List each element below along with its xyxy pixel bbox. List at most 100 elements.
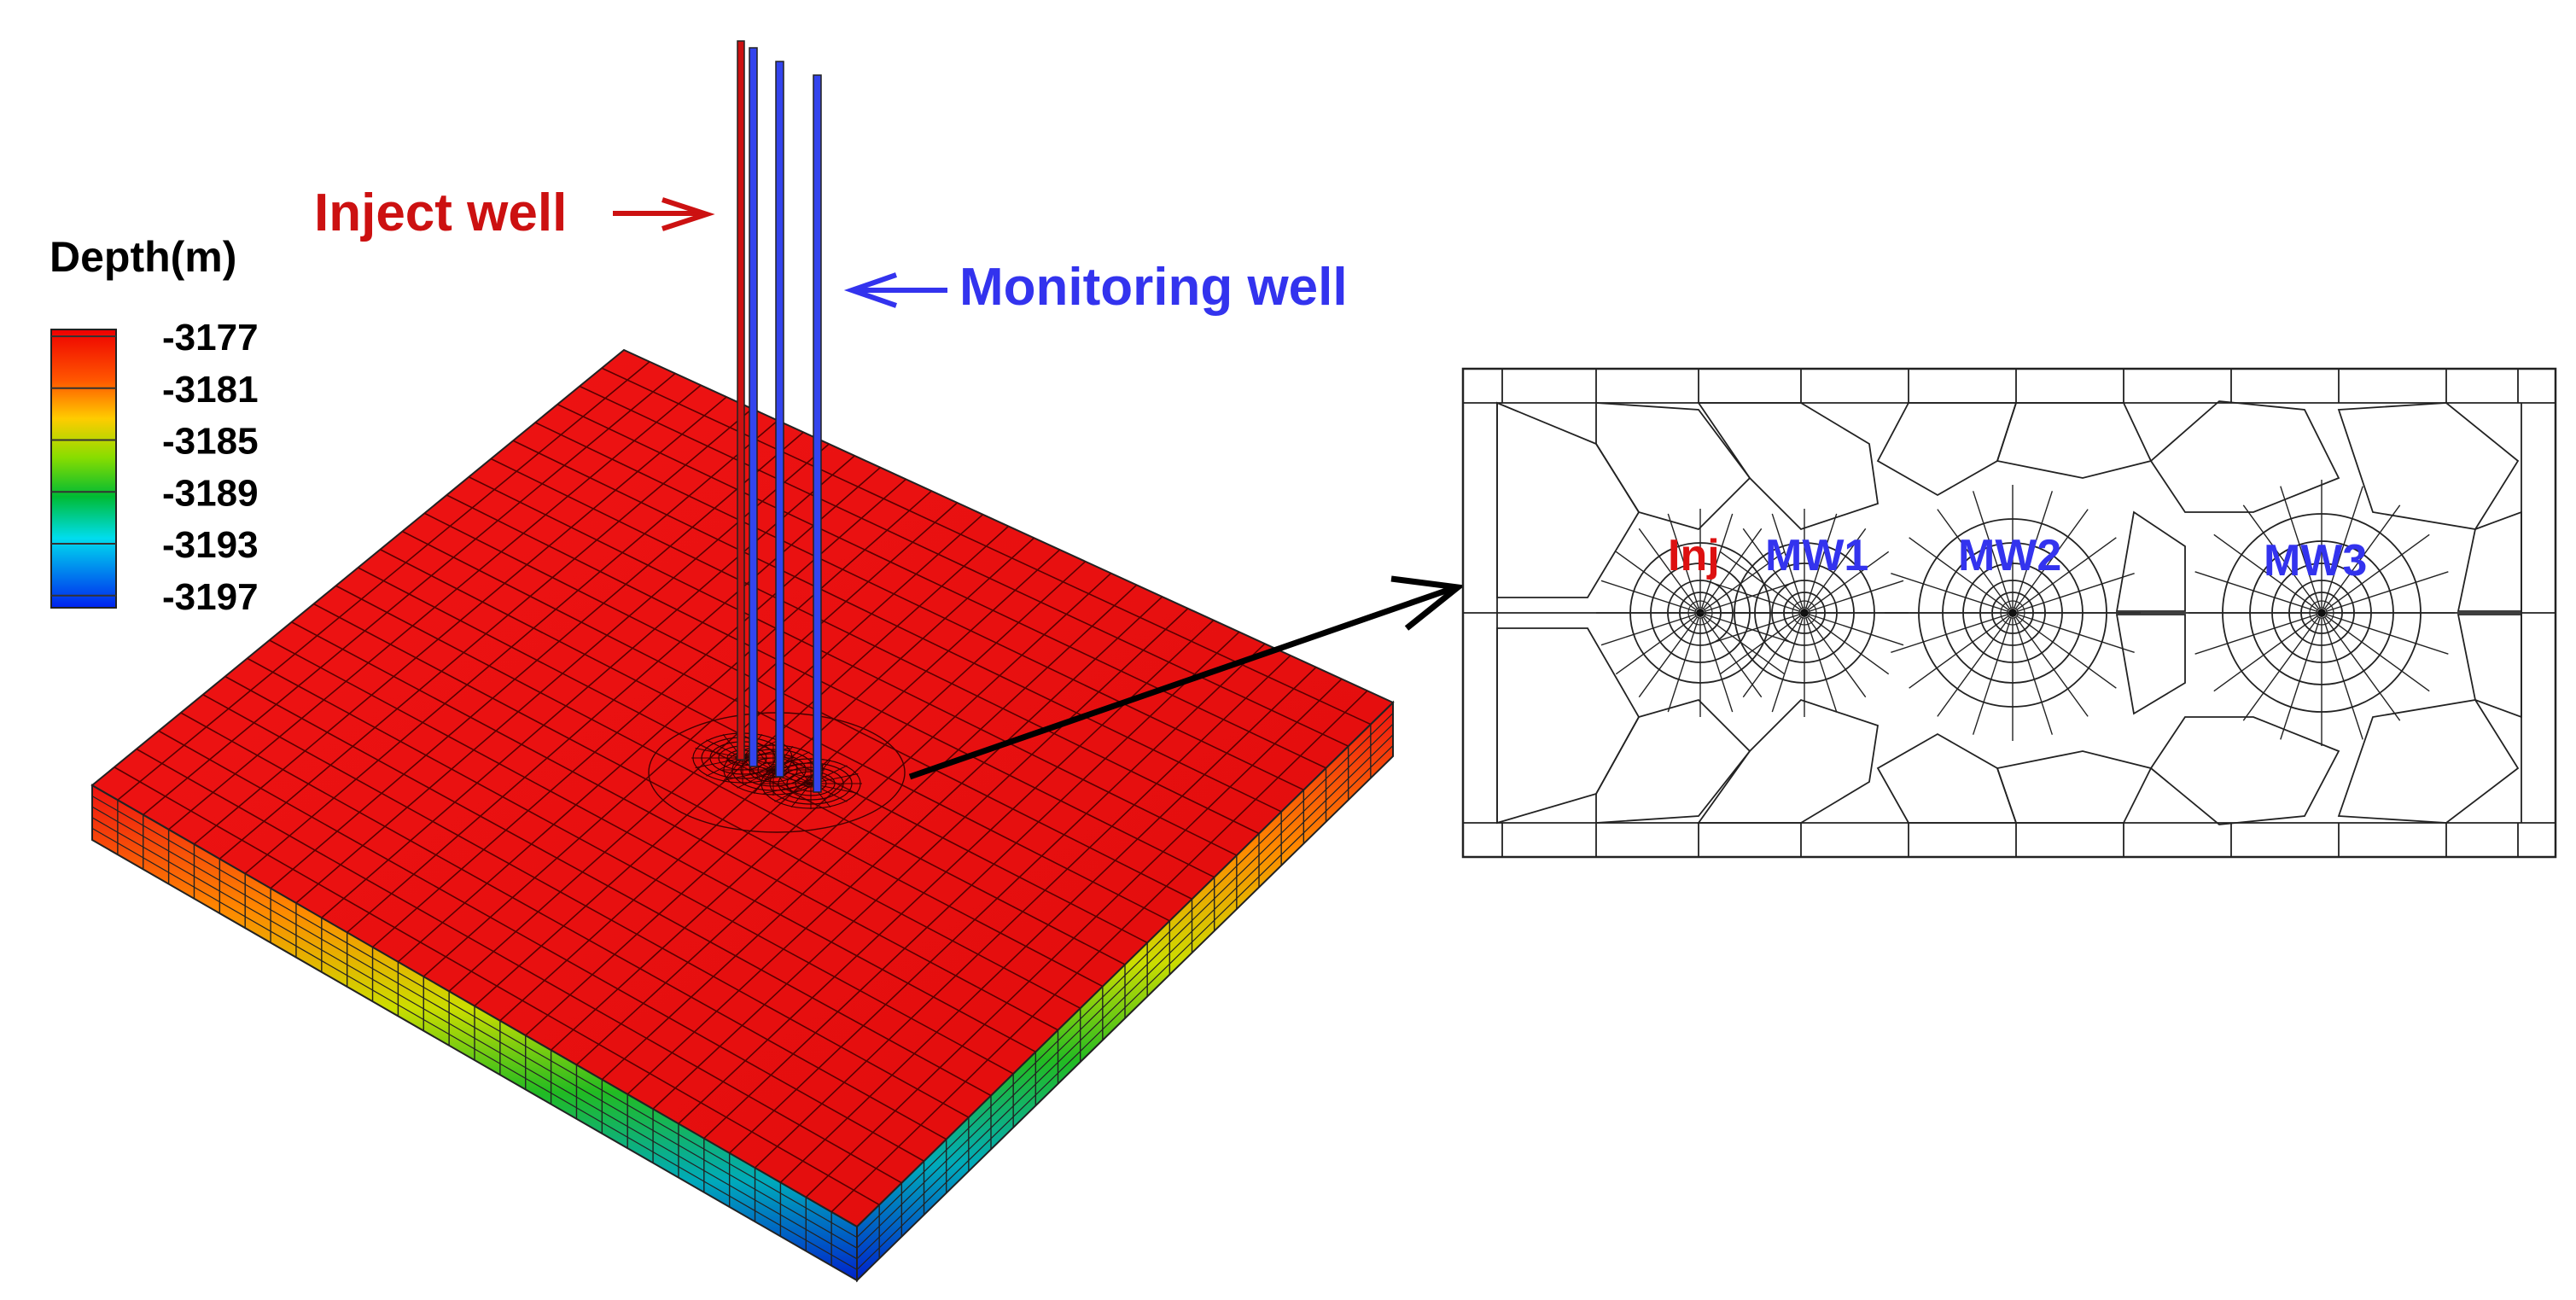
legend-tick-label: -3197 — [162, 576, 259, 618]
inset-radial-spoke — [2322, 486, 2363, 609]
top-grid-line — [490, 458, 1260, 835]
inset-radial-spoke — [2014, 616, 2089, 717]
inset-radial-spoke — [1806, 528, 1867, 609]
inset-radial-spoke — [1809, 580, 1904, 612]
inset-cell — [2337, 699, 2520, 824]
inject-well-pipe — [737, 40, 745, 761]
inset-radial-spoke — [2014, 617, 2054, 735]
inset-radial-spoke — [1805, 513, 1838, 609]
legend-tick-label: -3181 — [162, 369, 259, 411]
top-grid-line — [247, 657, 1014, 1075]
inset-radial-spoke — [1909, 615, 2009, 689]
refined-spoke — [737, 769, 774, 789]
legend-title: Depth(m) — [50, 233, 236, 281]
inset-radial-spoke — [1615, 615, 1697, 675]
inset-cell — [1876, 402, 2018, 497]
inset-radial-spoke — [1704, 551, 1786, 611]
top-grid-line — [424, 512, 1192, 900]
inset-radial-refinement — [1596, 480, 2455, 746]
top-grid-line — [158, 730, 924, 1162]
inset-cell — [2115, 614, 2186, 715]
top-grid-line — [579, 385, 1349, 747]
monitoring-well-pipe-3 — [813, 74, 822, 793]
inset-cell — [2149, 716, 2340, 825]
inset-radial-spoke — [1638, 528, 1699, 609]
inset-radial-spoke — [2323, 504, 2401, 609]
top-grid-line — [136, 748, 902, 1184]
inset-radial-spoke — [2242, 616, 2320, 721]
inset-radial-spoke — [1972, 617, 2012, 735]
top-grid-line — [446, 494, 1215, 878]
refined-spoke — [742, 739, 779, 759]
refined-spoke — [774, 783, 812, 802]
inset-radial-spoke — [1667, 513, 1699, 609]
monitoring-well-pipe-2 — [775, 61, 784, 778]
color-legend: Depth(m) -3177-3181-3185-3189-3193-3197 — [50, 233, 259, 618]
refined-spoke — [790, 783, 812, 808]
inset-radial-spoke — [1808, 551, 1890, 611]
inset-radial-spoke — [1742, 616, 1803, 698]
inset-radial-spoke — [2325, 615, 2430, 692]
top-grid-line — [534, 422, 1304, 791]
inject-well-label: Inject well — [314, 184, 567, 242]
inset-radial-spoke — [1742, 528, 1803, 609]
inset-cell — [1595, 698, 1751, 824]
refined-spoke — [790, 759, 812, 784]
inset-radial-spoke — [1805, 617, 1838, 713]
inset-radial-spoke — [2326, 614, 2449, 655]
side-layer-line — [91, 796, 858, 1239]
wells — [737, 40, 822, 793]
top-grid-line — [313, 603, 1081, 1009]
legend-ticks: -3177-3181-3185-3189-3193-3197 — [51, 317, 259, 618]
side-layer-line — [856, 744, 1394, 1270]
inset-radial-spoke — [1702, 616, 1763, 698]
inset-cell — [2337, 402, 2520, 530]
inset-cell — [2115, 510, 2186, 612]
inset-radial-spoke — [1704, 615, 1786, 675]
inset-radial-spoke — [2325, 533, 2430, 611]
inset-radial-spoke — [1806, 616, 1867, 698]
inset-well-label: MW2 — [1958, 531, 2061, 580]
inset-radial-spoke — [1667, 617, 1699, 713]
top-grid-line — [335, 585, 1104, 988]
side-face-grid — [91, 713, 1394, 1270]
inset-radial-spoke — [1891, 572, 2008, 612]
inset-radial-spoke — [1771, 617, 1804, 713]
inset-radial-spoke — [2213, 615, 2318, 692]
inset-cell — [2457, 510, 2522, 612]
legend-tick-label: -3177 — [162, 317, 259, 359]
inset-cell — [1996, 750, 2153, 824]
refined-spoke — [706, 739, 743, 759]
top-grid-line — [202, 694, 970, 1118]
inset-radial-spoke — [1600, 580, 1696, 612]
monitoring-well-label: Monitoring well — [959, 258, 1348, 317]
inset-radial-spoke — [2017, 572, 2135, 612]
refined-spoke — [695, 748, 743, 759]
monitoring-well-pipe-1 — [749, 47, 758, 767]
inset-well-point — [1800, 609, 1809, 617]
inset-radial-spoke — [2280, 617, 2321, 740]
inset-radial-spoke — [2014, 491, 2054, 609]
inset-radial-spoke — [1891, 614, 2008, 654]
inset-radial-spoke — [1705, 580, 1800, 612]
inset-radial-spoke — [1771, 513, 1804, 609]
inset-cell — [2149, 400, 2340, 513]
inset-radial-spoke — [1701, 513, 1734, 609]
top-grid-line — [224, 675, 992, 1097]
inset-radial-spoke — [1809, 614, 1904, 646]
inset-radial-spoke — [1705, 614, 1800, 646]
inset-well-label: MW3 — [2264, 536, 2367, 586]
inset-radial-spoke — [2322, 617, 2363, 740]
inset-radial-spoke — [2242, 504, 2320, 609]
inset-cell — [1697, 402, 1879, 531]
inset-radial-spoke — [1937, 509, 2011, 609]
inset-radial-spoke — [2326, 571, 2449, 612]
inset-cell — [1496, 401, 1641, 598]
well-labels: Inject well Monitoring well — [314, 184, 1348, 317]
inset-radial-spoke — [1615, 551, 1697, 611]
inset-radial-spoke — [1719, 615, 1801, 675]
inset-cell — [1996, 402, 2153, 479]
top-grid-line — [468, 476, 1238, 856]
